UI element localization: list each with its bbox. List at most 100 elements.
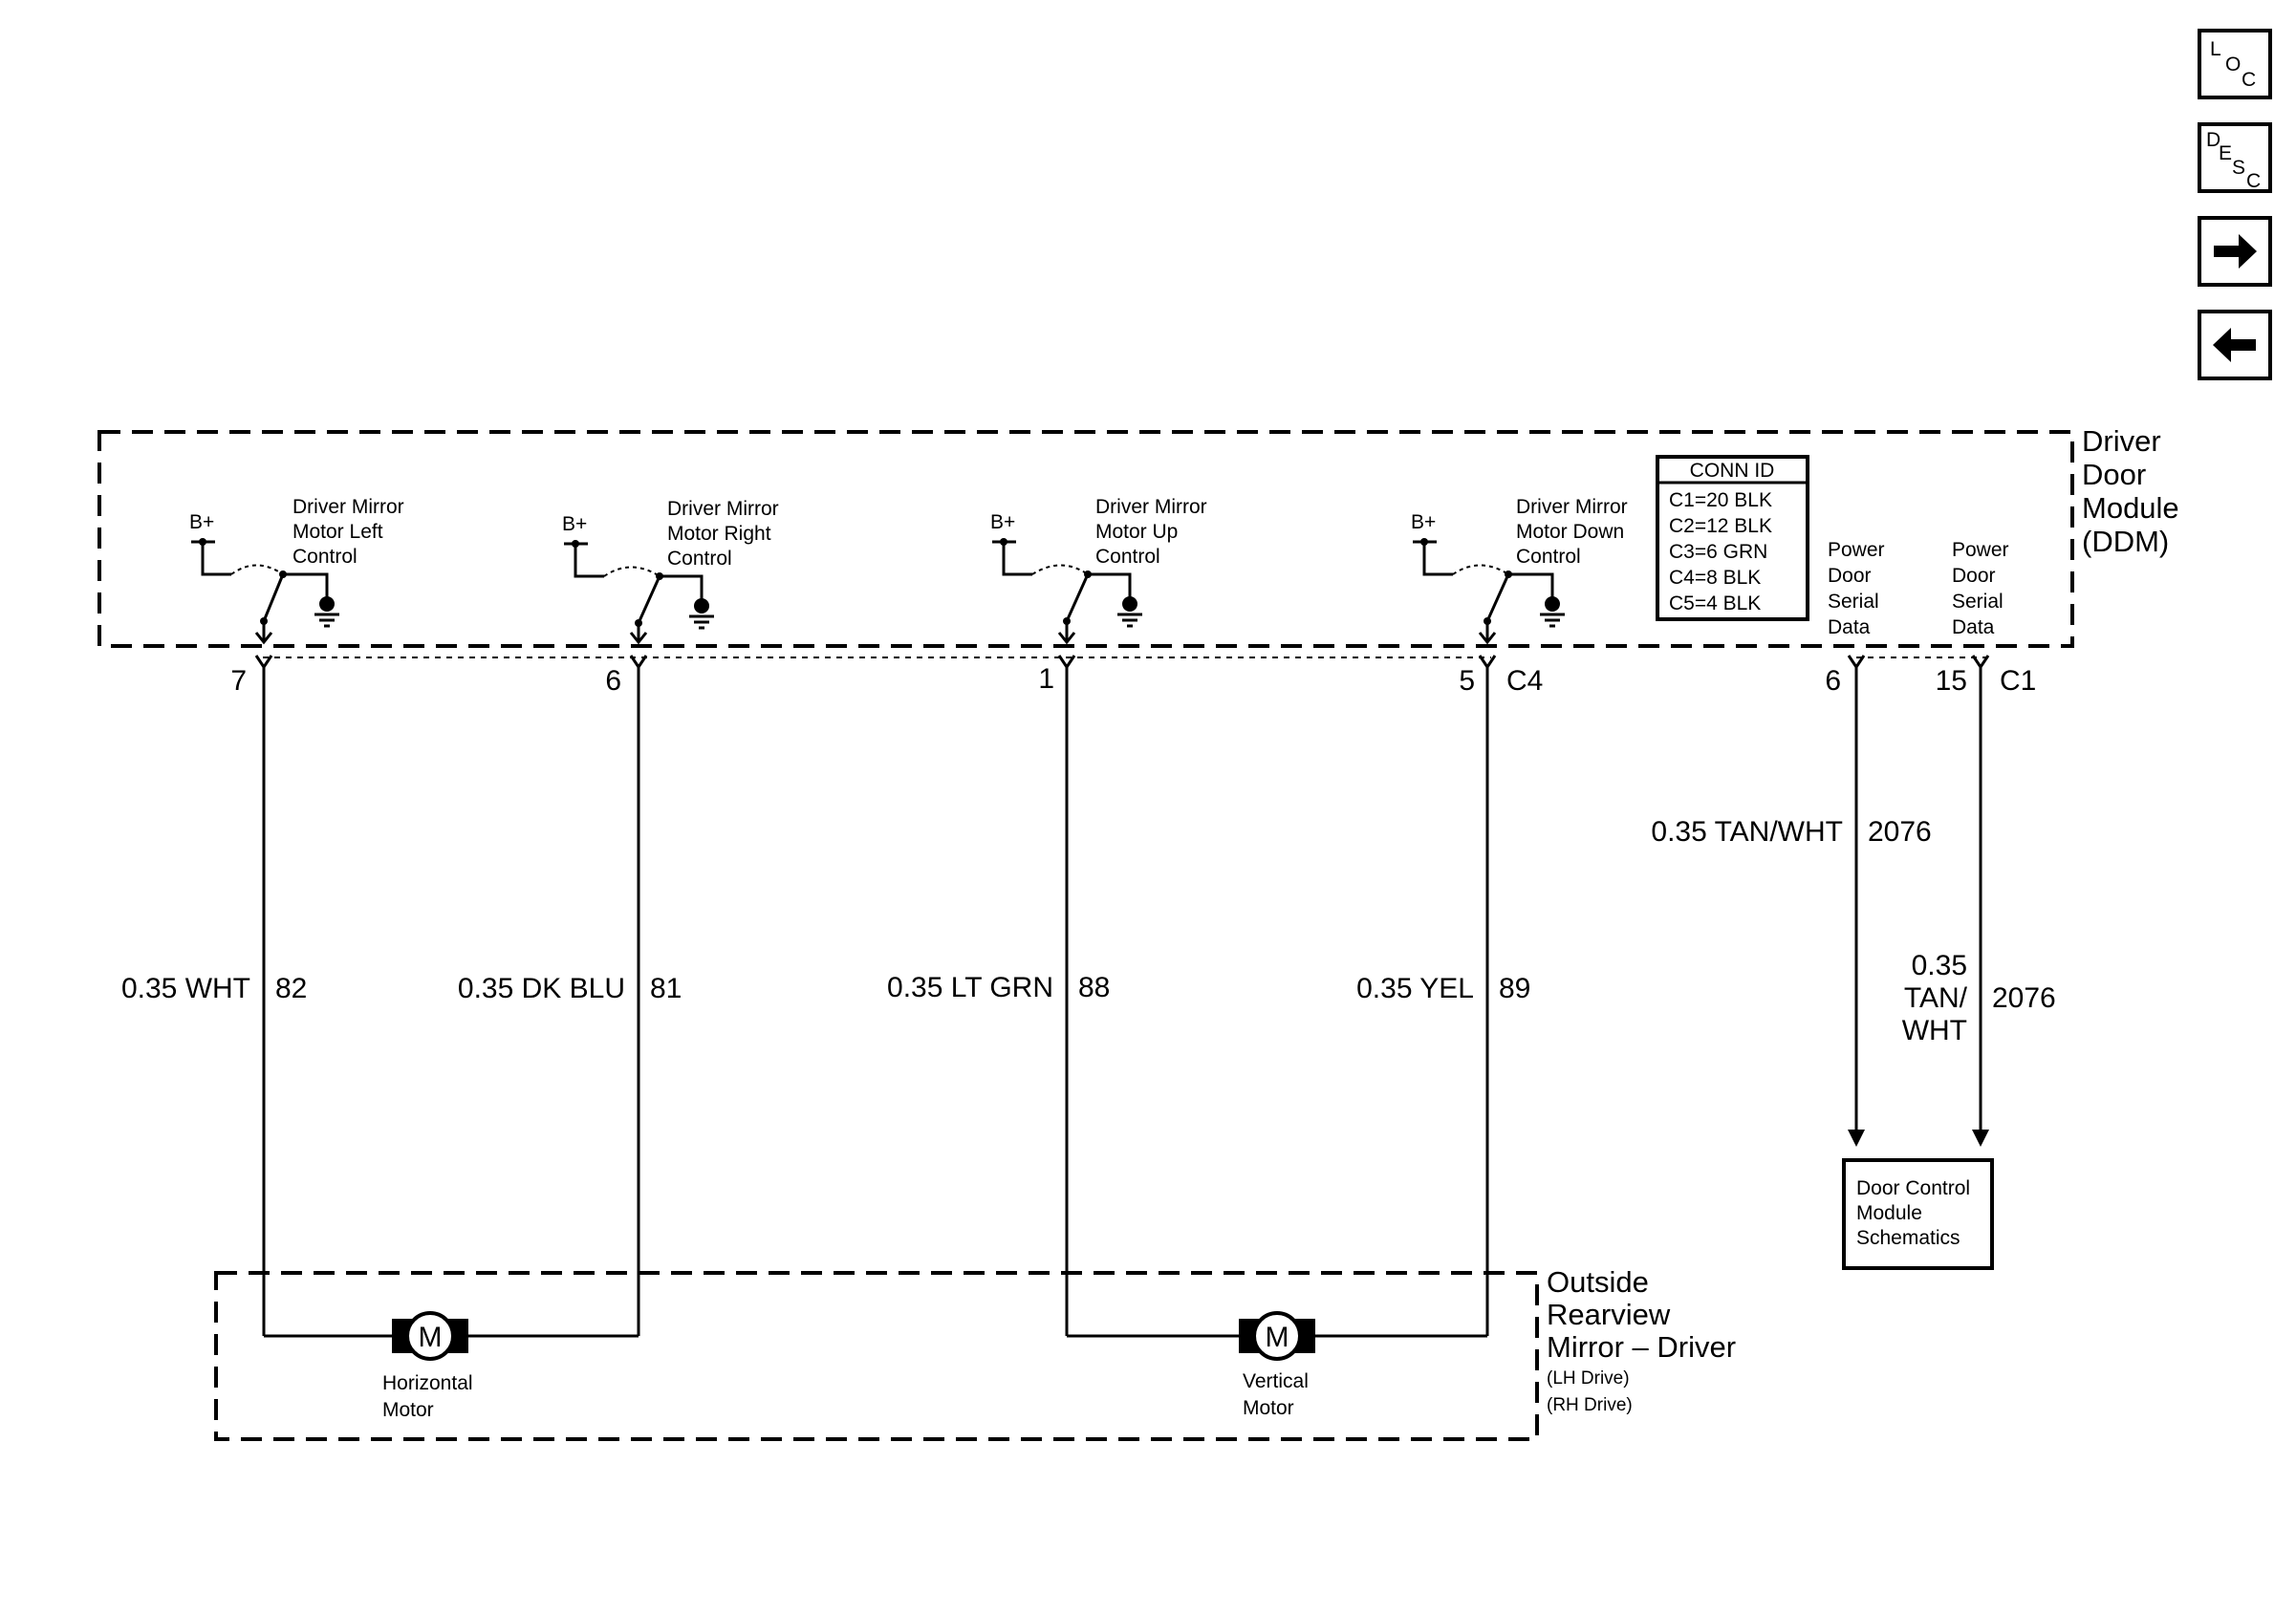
arrow-down-icon (1972, 1130, 1989, 1147)
svg-text:Control: Control (292, 546, 357, 568)
svg-text:Driver Mirror: Driver Mirror (667, 498, 779, 520)
switch-right-control: B+ Driver Mirror Motor Right Control (562, 498, 779, 645)
svg-text:Rearview: Rearview (1547, 1298, 1671, 1331)
svg-text:Control: Control (1516, 546, 1581, 568)
svg-text:Data: Data (1828, 616, 1871, 638)
serial-data-label-2: Power Door Serial Data (1952, 539, 2009, 638)
loc-button[interactable]: L O C (2198, 29, 2272, 99)
svg-text:Door Control: Door Control (1856, 1177, 1970, 1199)
svg-text:Data: Data (1952, 616, 1995, 638)
svg-text:D: D (2206, 129, 2220, 151)
svg-text:Driver Mirror: Driver Mirror (1095, 496, 1207, 518)
switch-left-control: B+ Driver Mirror Motor Left Control (189, 496, 404, 645)
wire-size-color: 0.35 (1912, 950, 1967, 981)
svg-text:Vertical: Vertical (1243, 1370, 1309, 1392)
connector-id: C4 (1506, 665, 1543, 697)
svg-text:Control: Control (1095, 546, 1160, 568)
switch-up-control: B+ Driver Mirror Motor Up Control (990, 496, 1207, 645)
svg-text:O: O (2225, 54, 2241, 75)
right-arrow-icon (2214, 234, 2257, 269)
svg-text:Motor Right: Motor Right (667, 523, 771, 545)
wire-size-color: 0.35 YEL (1356, 973, 1474, 1004)
svg-text:Motor: Motor (382, 1399, 434, 1421)
svg-text:B+: B+ (189, 511, 214, 533)
wires (262, 667, 1982, 1336)
vertical-motor: M Vertical Motor (1239, 1311, 1315, 1419)
svg-text:Serial: Serial (1952, 591, 2004, 613)
svg-text:C4=8 BLK: C4=8 BLK (1669, 567, 1761, 589)
svg-text:Serial: Serial (1828, 591, 1879, 613)
svg-text:Mirror – Driver: Mirror – Driver (1547, 1330, 1736, 1364)
wire-size-color: TAN/ (1904, 982, 1968, 1014)
serial-data-label-1: Power Door Serial Data (1828, 539, 1885, 638)
connector-id: C1 (2000, 665, 2036, 697)
svg-text:E: E (2219, 142, 2232, 164)
wire-size-color: 0.35 TAN/WHT (1651, 816, 1843, 848)
wire-size-color: 0.35 WHT (121, 973, 250, 1004)
svg-text:Door: Door (1952, 565, 1996, 587)
wire-labels: 0.35 WHT 82 0.35 DK BLU 81 0.35 LT GRN 8… (121, 816, 2056, 1046)
svg-text:(DDM): (DDM) (2082, 525, 2169, 558)
svg-text:S: S (2232, 157, 2245, 179)
svg-text:C: C (2246, 170, 2261, 192)
conn-id-table: CONN ID C1=20 BLK C2=12 BLK C3=6 GRN C4=… (1656, 455, 1809, 621)
back-button[interactable] (2198, 310, 2272, 380)
svg-text:Door: Door (2082, 458, 2146, 491)
svg-text:C5=4 BLK: C5=4 BLK (1669, 592, 1761, 614)
svg-text:C: C (2242, 69, 2256, 91)
svg-text:C1=20 BLK: C1=20 BLK (1669, 489, 1772, 511)
svg-text:Motor Left: Motor Left (292, 521, 383, 543)
wire-size-color: WHT (1902, 1015, 1967, 1046)
svg-text:Motor: Motor (1243, 1397, 1294, 1419)
wire-circuit: 89 (1499, 973, 1530, 1004)
ddm-boundary (97, 430, 2074, 648)
motor-icon: M (1266, 1322, 1289, 1353)
svg-text:Outside: Outside (1547, 1265, 1649, 1299)
svg-text:Driver Mirror: Driver Mirror (292, 496, 404, 518)
svg-text:B+: B+ (562, 513, 587, 535)
ddm-label: Driver Door Module (DDM) (2082, 424, 2179, 558)
wire-circuit: 88 (1078, 972, 1110, 1003)
svg-text:Power: Power (1828, 539, 1885, 561)
svg-text:CONN ID: CONN ID (1690, 460, 1775, 482)
svg-text:Control: Control (667, 548, 732, 570)
wire-size-color: 0.35 DK BLU (458, 973, 625, 1004)
svg-text:Schematics: Schematics (1856, 1227, 1960, 1249)
svg-text:Driver Mirror: Driver Mirror (1516, 496, 1628, 518)
wire-circuit: 82 (275, 973, 307, 1004)
svg-text:(LH Drive): (LH Drive) (1547, 1368, 1630, 1389)
motor-icon: M (419, 1322, 443, 1353)
arrow-down-icon (1848, 1130, 1865, 1147)
pin-number: 7 (230, 665, 247, 697)
svg-text:Module: Module (2082, 491, 2179, 525)
svg-text:Power: Power (1952, 539, 2009, 561)
wire-circuit: 2076 (1992, 982, 2056, 1014)
svg-text:Module: Module (1856, 1202, 1922, 1224)
door-control-module-link[interactable]: Door Control Module Schematics (1842, 1158, 1994, 1270)
svg-text:L: L (2210, 38, 2221, 60)
svg-text:Motor Up: Motor Up (1095, 521, 1178, 543)
horizontal-motor: M Horizontal Motor (382, 1311, 473, 1421)
forward-button[interactable] (2198, 216, 2272, 287)
pin-number: 15 (1936, 665, 1967, 697)
svg-text:Driver: Driver (2082, 424, 2161, 458)
desc-button[interactable]: D E S C (2198, 122, 2272, 193)
pin-labels: 7 6 1 5 C4 6 15 C1 (230, 663, 2036, 697)
svg-text:(RH Drive): (RH Drive) (1547, 1395, 1633, 1415)
svg-text:B+: B+ (990, 511, 1015, 533)
wire-size-color: 0.35 LT GRN (887, 972, 1053, 1003)
left-arrow-icon (2213, 328, 2256, 362)
svg-text:Horizontal: Horizontal (382, 1372, 473, 1394)
pin-number: 6 (605, 665, 621, 697)
svg-text:C2=12 BLK: C2=12 BLK (1669, 515, 1772, 537)
mirror-boundary (214, 1271, 1539, 1441)
pin-number: 6 (1825, 665, 1841, 697)
wire-circuit: 81 (650, 973, 682, 1004)
switch-down-control: B+ Driver Mirror Motor Down Control (1411, 496, 1628, 645)
svg-text:C3=6 GRN: C3=6 GRN (1669, 541, 1767, 563)
svg-text:Motor Down: Motor Down (1516, 521, 1624, 543)
wire-circuit: 2076 (1868, 816, 1932, 848)
svg-text:Door: Door (1828, 565, 1872, 587)
